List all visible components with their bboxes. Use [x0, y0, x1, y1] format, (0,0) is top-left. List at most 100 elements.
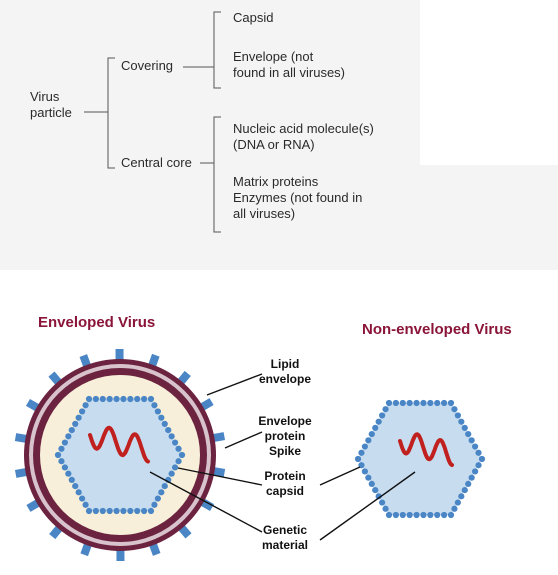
capsid-protein-dot: [106, 507, 113, 515]
capsid-protein-dot: [175, 458, 182, 465]
capsid-protein-dot: [154, 408, 161, 415]
capsid-protein-dot: [113, 507, 120, 515]
capsid-protein-dot: [361, 468, 368, 475]
classification-tree-panel: [0, 0, 558, 270]
capsid-protein-dot: [58, 458, 65, 465]
capsid-protein-dot: [120, 507, 127, 515]
capsid-protein-dot: [85, 395, 93, 403]
virus-particle-label: Virus particle: [30, 89, 72, 120]
capsid-protein-dot: [475, 449, 482, 456]
capsid-protein-dot: [165, 427, 172, 434]
capsid-protein-dot: [420, 399, 427, 407]
capsid-protein-dot: [461, 424, 468, 431]
capsid-protein-dot: [161, 420, 168, 427]
capsid-protein-dot: [79, 408, 86, 415]
capsid-protein-dot: [465, 480, 472, 487]
envelope-label: Envelope (not found in all viruses): [233, 49, 345, 80]
capsid-body: [358, 403, 482, 515]
capsid-protein-dot: [399, 399, 406, 407]
capsid-protein-dot: [151, 402, 158, 409]
capsid-protein-dot: [413, 399, 420, 407]
capsid-protein-dot: [472, 443, 479, 450]
capsid-protein-dot: [441, 399, 448, 407]
capsid-protein-dot: [68, 476, 75, 483]
capsid-protein-dot: [365, 437, 372, 444]
capsid-protein-dot: [54, 451, 62, 459]
capsid-protein-dot: [61, 464, 68, 471]
envelope-protein-spike-label: Envelope protein Spike: [258, 414, 312, 458]
capsid-protein-dot: [361, 443, 368, 450]
non-enveloped-virus: [354, 399, 486, 519]
capsid-protein-dot: [65, 470, 72, 477]
capsid-protein-dot: [172, 439, 179, 446]
capsid-label: Capsid: [233, 10, 274, 25]
capsid-protein-dot: [447, 399, 455, 407]
capsid-protein-dot: [399, 511, 406, 519]
capsid-protein-dot: [375, 418, 382, 425]
capsid-protein-dot: [61, 439, 68, 446]
capsid-protein-dot: [68, 427, 75, 434]
capsid-protein-dot: [458, 418, 465, 425]
genetic-material-strand: [88, 425, 150, 464]
capsid-protein-dot: [454, 412, 461, 419]
capsid-protein-dot: [451, 505, 458, 512]
capsid-protein-dot: [147, 507, 155, 515]
background-block: [420, 0, 558, 165]
capsid-protein-dot: [141, 395, 148, 403]
capsid-protein-dot: [478, 455, 486, 463]
capsid-protein-dot: [75, 414, 82, 421]
capsid-protein-dot: [85, 507, 93, 515]
capsid-protein-dot: [441, 511, 448, 519]
capsid-protein-dot: [79, 495, 86, 502]
capsid-protein-dot: [106, 395, 113, 403]
capsid-protein-dot: [358, 449, 365, 456]
capsid-protein-dot: [392, 511, 399, 519]
capsid-protein-dot: [434, 399, 441, 407]
capsid-protein-dot: [354, 455, 362, 463]
capsid-protein-dot: [382, 406, 389, 413]
capsid-protein-dot: [385, 511, 393, 519]
capsid-protein-dot: [72, 483, 79, 490]
capsid-protein-dot: [372, 424, 379, 431]
capsid-protein-dot: [379, 499, 386, 506]
capsid-protein-dot: [447, 511, 455, 519]
matrix-enzymes-label: Matrix proteins Enzymes (not found in al…: [233, 174, 363, 221]
capsid-protein-dot: [161, 483, 168, 490]
capsid-protein-dot: [365, 474, 372, 481]
capsid-protein-dot: [158, 414, 165, 421]
capsid-protein-dot: [147, 395, 155, 403]
capsid-protein-dot: [475, 462, 482, 469]
protein-capsid-label: Protein capsid: [264, 469, 306, 498]
capsid-protein-dot: [379, 412, 386, 419]
capsid-protein-dot: [168, 470, 175, 477]
capsid-protein-dot: [375, 493, 382, 500]
capsid-protein-dot: [461, 487, 468, 494]
capsid-protein-dot: [372, 487, 379, 494]
capsid-protein-dot: [451, 406, 458, 413]
capsid-protein-dot: [458, 493, 465, 500]
capsid-protein-dot: [427, 511, 434, 519]
capsid-protein-dot: [120, 395, 127, 403]
capsid-protein-dot: [92, 507, 99, 515]
capsid-protein-dot: [178, 451, 186, 459]
capsid-protein-dot: [175, 445, 182, 452]
capsid-protein-dot: [420, 511, 427, 519]
capsid-protein-dot: [99, 507, 106, 515]
central-core-label: Central core: [121, 155, 192, 170]
capsid-protein-dot: [434, 511, 441, 519]
genetic-material-strand: [398, 432, 454, 467]
enveloped-virus-title: Enveloped Virus: [38, 314, 156, 331]
capsid-protein-dot: [151, 501, 158, 508]
capsid-protein-dot: [58, 445, 65, 452]
covering-label: Covering: [121, 58, 174, 73]
capsid-protein-dot: [127, 507, 134, 515]
capsid-protein-dot: [392, 399, 399, 407]
capsid-protein-dot: [65, 433, 72, 440]
capsid-protein-dot: [134, 395, 141, 403]
nucleic-acid-label: Nucleic acid molecule(s) (DNA or RNA): [233, 121, 374, 152]
capsid-protein-dot: [82, 501, 89, 508]
capsid-protein-dot: [127, 395, 134, 403]
capsid-protein-dot: [406, 511, 413, 519]
